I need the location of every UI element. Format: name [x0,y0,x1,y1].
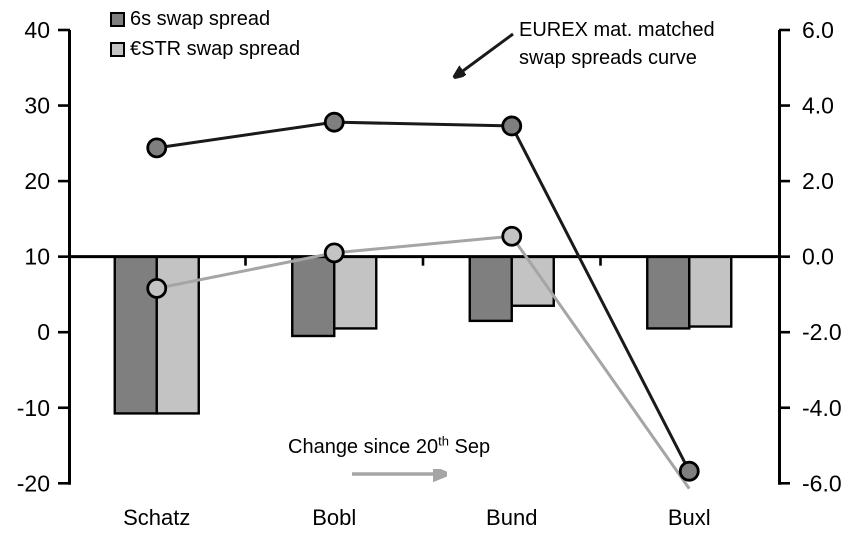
marker-6s-bobl [323,111,345,133]
bar-estr-buxl [688,255,733,328]
marker-6s-schatz [146,137,168,159]
legend-swatch-6s-icon [110,12,125,27]
axes-group: 403020100-10-206.04.02.00.0-2.0-4.0-6.0S… [17,17,842,530]
x-axis-label-bobl: Bobl [312,505,356,530]
curve-annotation: EUREX mat. matched swap spreads curve [519,16,715,72]
marker-6s-buxl [678,460,700,482]
bar-6s-bobl [291,255,336,338]
left-axis-tick-label: 30 [24,93,50,119]
bar-6s-bund [468,255,513,323]
x-axis-label-schatz: Schatz [123,505,190,530]
left-axis-tick-label: -20 [17,470,50,496]
curve-annotation-arrow-icon [456,32,514,76]
legend-item-estr: €STR swap spread [110,38,300,61]
marker-estr-schatz [146,277,168,299]
change-annotation-prefix: Change since 20 [288,436,439,458]
change-annotation-superscript: th [438,433,449,449]
marker-estr-bund [501,225,523,247]
right-axis-tick-label: 0.0 [802,244,834,270]
legend-swatch-estr-icon [110,42,125,57]
right-axis-tick-label: 4.0 [802,93,834,119]
annotation-arrows [352,32,514,474]
change-annotation-suffix: Sep [448,436,491,458]
x-axis-label-buxl: Buxl [668,505,711,530]
change-annotation: Change since 20th Sep [288,433,491,459]
bar-6s-buxl [646,255,691,330]
bar-estr-bobl [333,255,378,330]
right-axis-tick-label: 2.0 [802,168,834,194]
left-axis-tick-label: 40 [24,17,50,43]
marker-estr-bobl [323,242,345,264]
series-line-estr [156,234,691,490]
right-axis-tick-label: -2.0 [802,319,842,345]
left-axis-tick-label: 20 [24,168,50,194]
right-axis-tick-label: 6.0 [802,17,834,43]
x-axis-label-bund: Bund [486,505,537,530]
right-axis-tick-label: -6.0 [802,470,842,496]
right-axis-tick-label: -4.0 [802,395,842,421]
left-axis-tick-label: -10 [17,395,50,421]
legend: 6s swap spread €STR swap spread [110,8,300,61]
marker-6s-bund [501,115,523,137]
line-series-group [146,111,700,490]
series-line-6s [156,120,691,472]
legend-label-estr: €STR swap spread [130,38,301,60]
left-axis-tick-label: 10 [24,244,50,270]
legend-label-6s: 6s swap spread [130,8,271,30]
curve-annotation-line2: swap spreads curve [519,47,697,69]
bar-series-group [113,255,733,415]
curve-annotation-line1: EUREX mat. matched [519,19,715,41]
legend-item-6s: 6s swap spread [110,8,300,31]
left-axis-tick-label: 0 [37,319,50,345]
